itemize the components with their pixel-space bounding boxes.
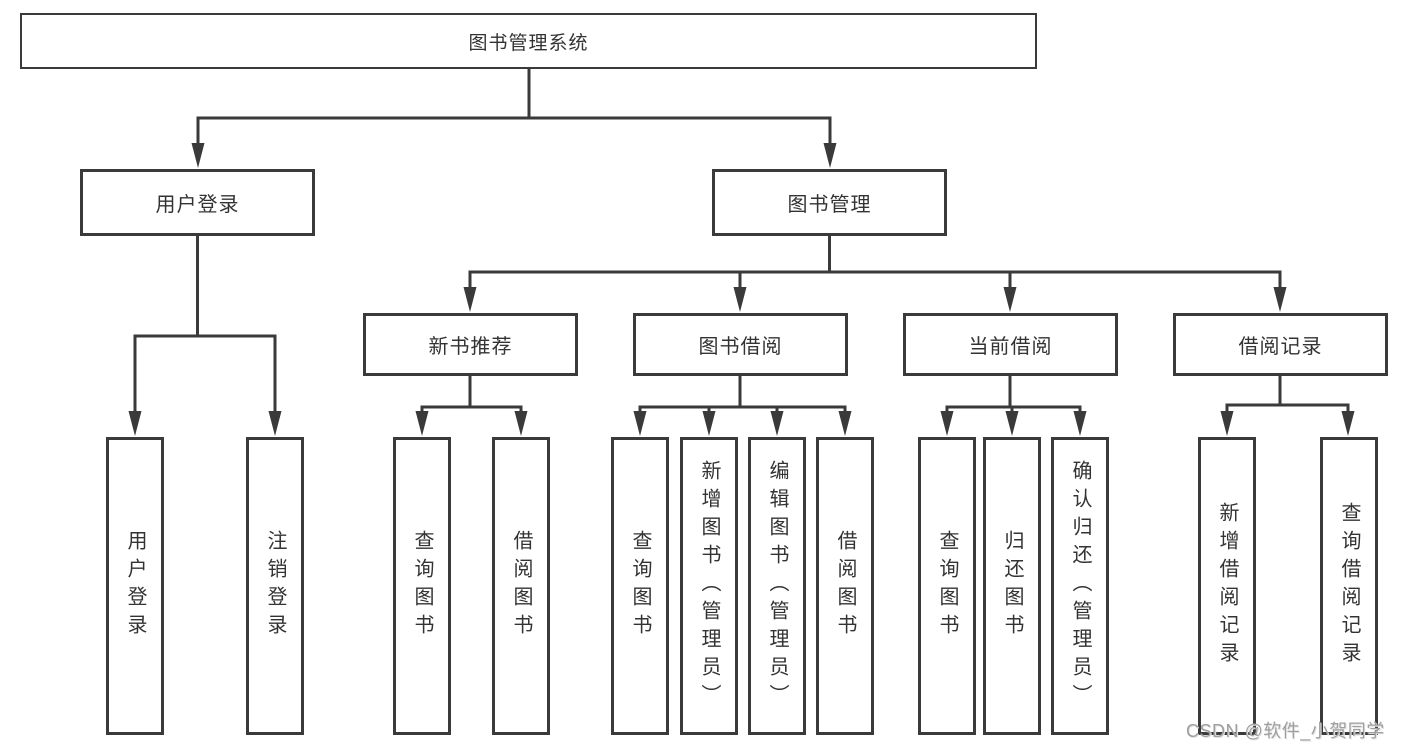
leaf-recommend-query-books: 查询图书 [393,437,451,735]
arrow-down-icons [128,143,1355,436]
node-user-login: 用户登录 [80,169,315,236]
node-book-management-label: 图书管理 [787,194,872,216]
node-current-borrowing-label: 当前借阅 [968,336,1053,358]
leaf-current-query-books-label: 查询图书 [936,530,958,642]
node-root: 图书管理系统 [20,13,1037,69]
node-borrow-records: 借阅记录 [1173,313,1388,376]
watermark: CSDN @软件_小贺同学 [1186,721,1385,741]
leaf-add-books-admin: 新增图书（管理员） [680,437,738,735]
leaf-edit-books-admin-label: 编辑图书（管理员） [766,460,788,712]
leaf-recommend-query-books-label: 查询图书 [411,530,433,642]
leaf-recommend-borrow-books: 借阅图书 [492,437,550,735]
node-book-management: 图书管理 [712,169,947,236]
leaf-borrowing-query-books: 查询图书 [611,437,669,735]
leaf-user-login-label: 用户登录 [124,530,146,642]
leaf-query-borrow-record-label: 查询借阅记录 [1338,502,1360,670]
leaf-current-query-books: 查询图书 [918,437,976,735]
node-new-book-recommend: 新书推荐 [363,313,578,376]
leaf-recommend-borrow-books-label: 借阅图书 [510,530,532,642]
leaf-confirm-return-admin-label: 确认归还（管理员） [1069,460,1091,712]
leaf-borrowing-query-books-label: 查询图书 [629,530,651,642]
node-root-label: 图书管理系统 [468,32,589,54]
node-book-borrowing: 图书借阅 [633,313,848,376]
leaf-add-borrow-record-label: 新增借阅记录 [1216,502,1238,670]
leaf-query-borrow-record: 查询借阅记录 [1320,437,1378,735]
leaf-add-borrow-record: 新增借阅记录 [1198,437,1256,735]
node-borrow-records-label: 借阅记录 [1238,336,1323,358]
leaf-return-books: 归还图书 [983,437,1041,735]
leaf-add-books-admin-label: 新增图书（管理员） [698,460,720,712]
node-user-login-label: 用户登录 [155,194,240,216]
leaf-return-books-label: 归还图书 [1001,530,1023,642]
leaf-borrowing-borrow-books: 借阅图书 [816,437,874,735]
leaf-logout: 注销登录 [246,437,304,735]
node-current-borrowing: 当前借阅 [903,313,1118,376]
leaf-edit-books-admin: 编辑图书（管理员） [748,437,806,735]
leaf-user-login: 用户登录 [106,437,164,735]
leaf-confirm-return-admin: 确认归还（管理员） [1051,437,1109,735]
node-new-book-recommend-label: 新书推荐 [428,336,513,358]
leaf-logout-label: 注销登录 [264,530,286,642]
node-book-borrowing-label: 图书借阅 [698,336,783,358]
leaf-borrowing-borrow-books-label: 借阅图书 [834,530,856,642]
